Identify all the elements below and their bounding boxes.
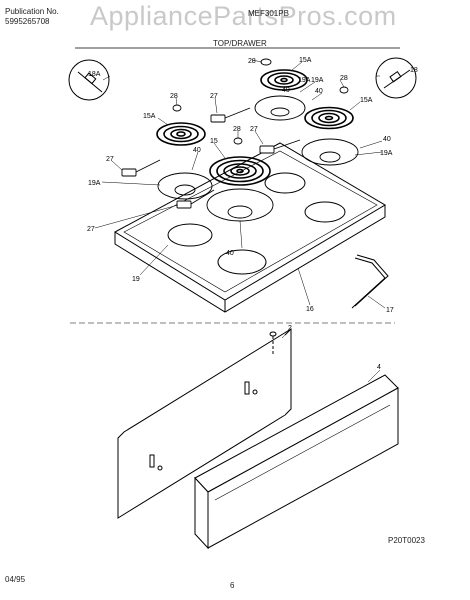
callout: 15A (299, 57, 312, 64)
cooktop-panel (114, 142, 386, 313)
section-title: TOP/DRAWER (213, 39, 267, 48)
callout: 27 (210, 93, 218, 100)
callout: 17 (386, 307, 394, 314)
model-number: MEF301PB (248, 9, 289, 18)
publication-number: 5995265708 (5, 17, 50, 26)
watermark: AppliancePartsPros.com (90, 1, 397, 31)
callout: 15 (210, 138, 218, 145)
callout: 27 (106, 156, 114, 163)
callout: 27 (87, 226, 95, 233)
callout: 28 (233, 126, 241, 133)
callout: 19 (132, 276, 140, 283)
callout: 28 (248, 58, 256, 65)
callout: 19A (311, 77, 324, 84)
footer-date: 04/95 (5, 575, 26, 584)
diagram-code: P20T0023 (388, 536, 425, 545)
publication-label: Publication No. (5, 7, 59, 16)
callout: 18 (410, 67, 418, 74)
wire-rod (351, 254, 389, 309)
callout: 2 (288, 325, 292, 332)
callout: 19A (298, 77, 311, 84)
callout: 15A (143, 113, 156, 120)
callout: 4 (377, 364, 381, 371)
callout: 28 (340, 75, 348, 82)
callout-labels: 28 15A 18A 18 19A 28 40 28 27 15A 40 15A… (87, 57, 418, 371)
detail-circles (68, 57, 417, 101)
drawer-screw (269, 331, 277, 356)
callout: 19A (88, 180, 101, 187)
callout: 15A (360, 97, 373, 104)
callout: 40 (282, 87, 290, 94)
callout: 40 (383, 136, 391, 143)
receptacles (121, 107, 301, 209)
callout: 27 (250, 126, 258, 133)
drip-bowls (157, 95, 359, 222)
callout: 16 (306, 306, 314, 313)
callout: 18A (88, 71, 101, 78)
page-number: 6 (230, 581, 235, 590)
callout: 40 (193, 147, 201, 154)
leader-lines (94, 59, 386, 383)
callout: 28 (170, 93, 178, 100)
callout: 40 (315, 88, 323, 95)
surface-coil-elements (156, 69, 354, 186)
callout: 40 (226, 250, 234, 257)
drawer-front-panel (194, 374, 399, 550)
callout: 19A (380, 150, 393, 157)
brackets (172, 58, 349, 145)
